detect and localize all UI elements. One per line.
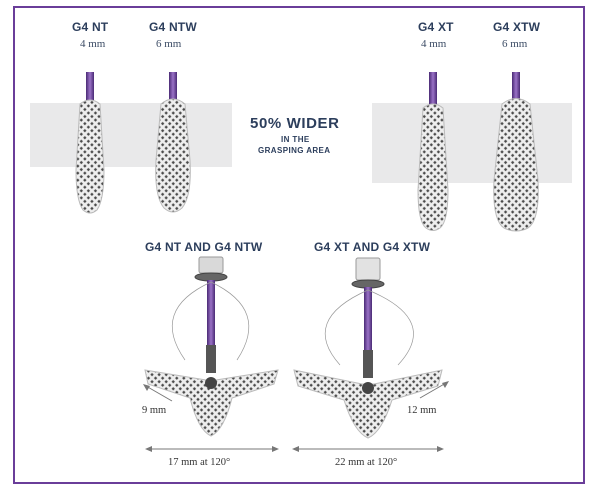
grasping-band-right [372, 103, 572, 183]
arm-length-xt: 12 mm [407, 405, 437, 416]
mesh-clip-icon [155, 98, 191, 213]
span-width-nt: 17 mm at 120° [168, 457, 231, 468]
mesh-arm-icon [144, 369, 279, 437]
shaft-icon [207, 280, 215, 350]
mesh-clip-icon [493, 98, 539, 232]
mesh-clip-icon [417, 103, 449, 231]
device-label-g4-nt: G4 NT [72, 20, 109, 34]
arm-dimension-arrow [419, 382, 447, 399]
group-title-nt: G4 NT AND G4 NTW [145, 240, 263, 254]
group-title-xt: G4 XT AND G4 XTW [314, 240, 431, 254]
clip-top-icon [355, 257, 381, 281]
device-g4-xtw [493, 72, 539, 232]
device-size-g4-ntw: 6 mm [156, 38, 182, 50]
device-label-g4-xtw: G4 XTW [493, 20, 541, 34]
device-g4-xt [417, 72, 449, 231]
shaft-icon [86, 72, 94, 104]
device-size-g4-xt: 4 mm [421, 38, 447, 50]
shaft-icon [364, 287, 372, 355]
shaft-icon [512, 72, 520, 104]
open-clip-xt [292, 257, 449, 452]
diagram-frame [13, 6, 585, 484]
span-width-xt: 22 mm at 120° [335, 457, 398, 468]
shaft-icon [169, 72, 177, 104]
shaft-icon [429, 72, 437, 108]
grasping-band-left [30, 103, 232, 167]
headline-wider: 50% WIDER [250, 115, 340, 132]
headline-line2: GRASPING AREA [258, 146, 331, 155]
device-size-g4-xtw: 6 mm [502, 38, 528, 50]
arm-dimension-arrow [145, 385, 173, 402]
mesh-clip-icon [75, 99, 105, 214]
open-clip-nt [143, 256, 279, 452]
device-g4-nt [75, 72, 105, 214]
arm-length-nt: 9 mm [142, 405, 167, 416]
device-label-g4-ntw: G4 NTW [149, 20, 197, 34]
headline-line1: IN THE [281, 135, 310, 144]
clip-top-icon [198, 256, 224, 274]
mesh-arm-icon [293, 369, 443, 439]
device-size-g4-nt: 4 mm [80, 38, 106, 50]
device-label-g4-xt: G4 XT [418, 20, 454, 34]
device-g4-ntw [155, 72, 191, 213]
